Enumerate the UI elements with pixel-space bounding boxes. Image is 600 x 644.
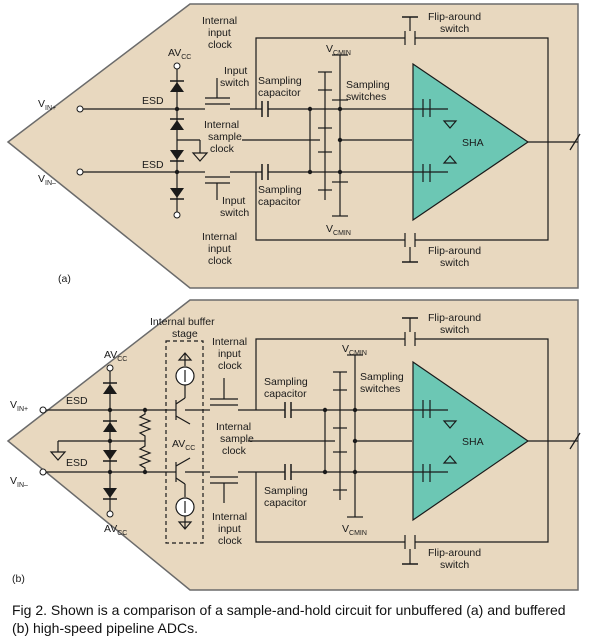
vcmin-bottom-label-b: VCMIN: [342, 523, 367, 537]
sha-label-a: SHA: [462, 137, 484, 149]
sha-amplifier-b: [412, 360, 530, 522]
esd-top-label-a: ESD: [142, 95, 164, 107]
panel-a: SHA AVCC VIN+ VIN– ESD ESD: [6, 3, 581, 289]
ground-icon-b: [49, 451, 67, 461]
panel-b: SHA: [6, 299, 581, 591]
output-slash-a: [569, 133, 581, 151]
flip-around-bottom-a: [255, 142, 549, 262]
triangle-down-icon-a: [442, 120, 458, 129]
sha-label-b: SHA: [462, 436, 484, 448]
input-switch-bottom-a: [190, 171, 262, 200]
sampling-capacitor-bottom-b: [284, 464, 430, 480]
vin-minus-terminal-a: [76, 168, 84, 176]
panel-a-label: (a): [58, 273, 71, 285]
caption-line-1: Fig 2. Shown is a comparison of a sample…: [12, 602, 566, 618]
input-switch-top-a: [190, 78, 262, 110]
vin-plus-label-b: VIN+: [10, 399, 28, 413]
figure-caption: Fig 2. Shown is a comparison of a sample…: [12, 601, 592, 637]
sha-input-switches-a: [422, 99, 448, 182]
sampling-capacitor-top-a: [261, 101, 430, 117]
vin-plus-terminal-b: [39, 406, 47, 414]
sha-input-switches-b: [422, 400, 448, 482]
triangle-down-icon-b: [442, 420, 458, 429]
esd-bottom-label-a: ESD: [142, 159, 164, 171]
flip-around-bottom-b: [255, 441, 549, 564]
vin-minus-label-a: VIN–: [38, 173, 56, 187]
esd-top-label-b: ESD: [66, 395, 88, 407]
triangle-up-icon-b: [442, 455, 458, 464]
esd-bottom-label-b: ESD: [66, 457, 88, 469]
sampling-capacitor-bottom-a: [261, 164, 430, 180]
caption-line-2: (b) high-speed pipeline ADCs.: [12, 620, 198, 636]
vin-minus-terminal-b: [39, 468, 47, 476]
esd-diodes-a: [170, 62, 209, 219]
vin-plus-terminal-a: [76, 105, 84, 113]
output-slash-b: [569, 432, 581, 450]
sampling-switches-b: [324, 354, 363, 518]
buffer-transistors-b: [168, 352, 203, 530]
vcmin-bottom-label-a: VCMIN: [326, 223, 351, 237]
vin-minus-label-b: VIN–: [10, 475, 28, 489]
figure-canvas: SHA AVCC VIN+ VIN– ESD ESD: [6, 3, 581, 591]
avcc-label-a: AVCC: [168, 47, 191, 61]
input-switch-bottom-b: [203, 471, 285, 503]
sha-amplifier-a: [412, 62, 530, 222]
avcc-buffer-label-b: AVCC: [172, 438, 195, 452]
sampling-capacitor-top-b: [284, 402, 430, 418]
panel-a-background: [6, 3, 579, 289]
avcc-top-label-b: AVCC: [104, 349, 127, 363]
avcc-bottom-label-b: AVCC: [104, 523, 127, 537]
flip-around-top-b: [255, 318, 549, 441]
panel-b-label: (b): [12, 573, 25, 585]
flip-around-top-a: [255, 17, 549, 142]
vin-plus-label-a: VIN+: [38, 98, 56, 112]
vcmin-top-label-a: VCMIN: [326, 43, 351, 57]
panel-b-background: [6, 299, 579, 591]
input-switch-top-b: [203, 378, 285, 411]
vcmin-top-label-b: VCMIN: [342, 343, 367, 357]
triangle-up-icon-a: [442, 155, 458, 164]
sampling-switches-a: [309, 54, 348, 217]
